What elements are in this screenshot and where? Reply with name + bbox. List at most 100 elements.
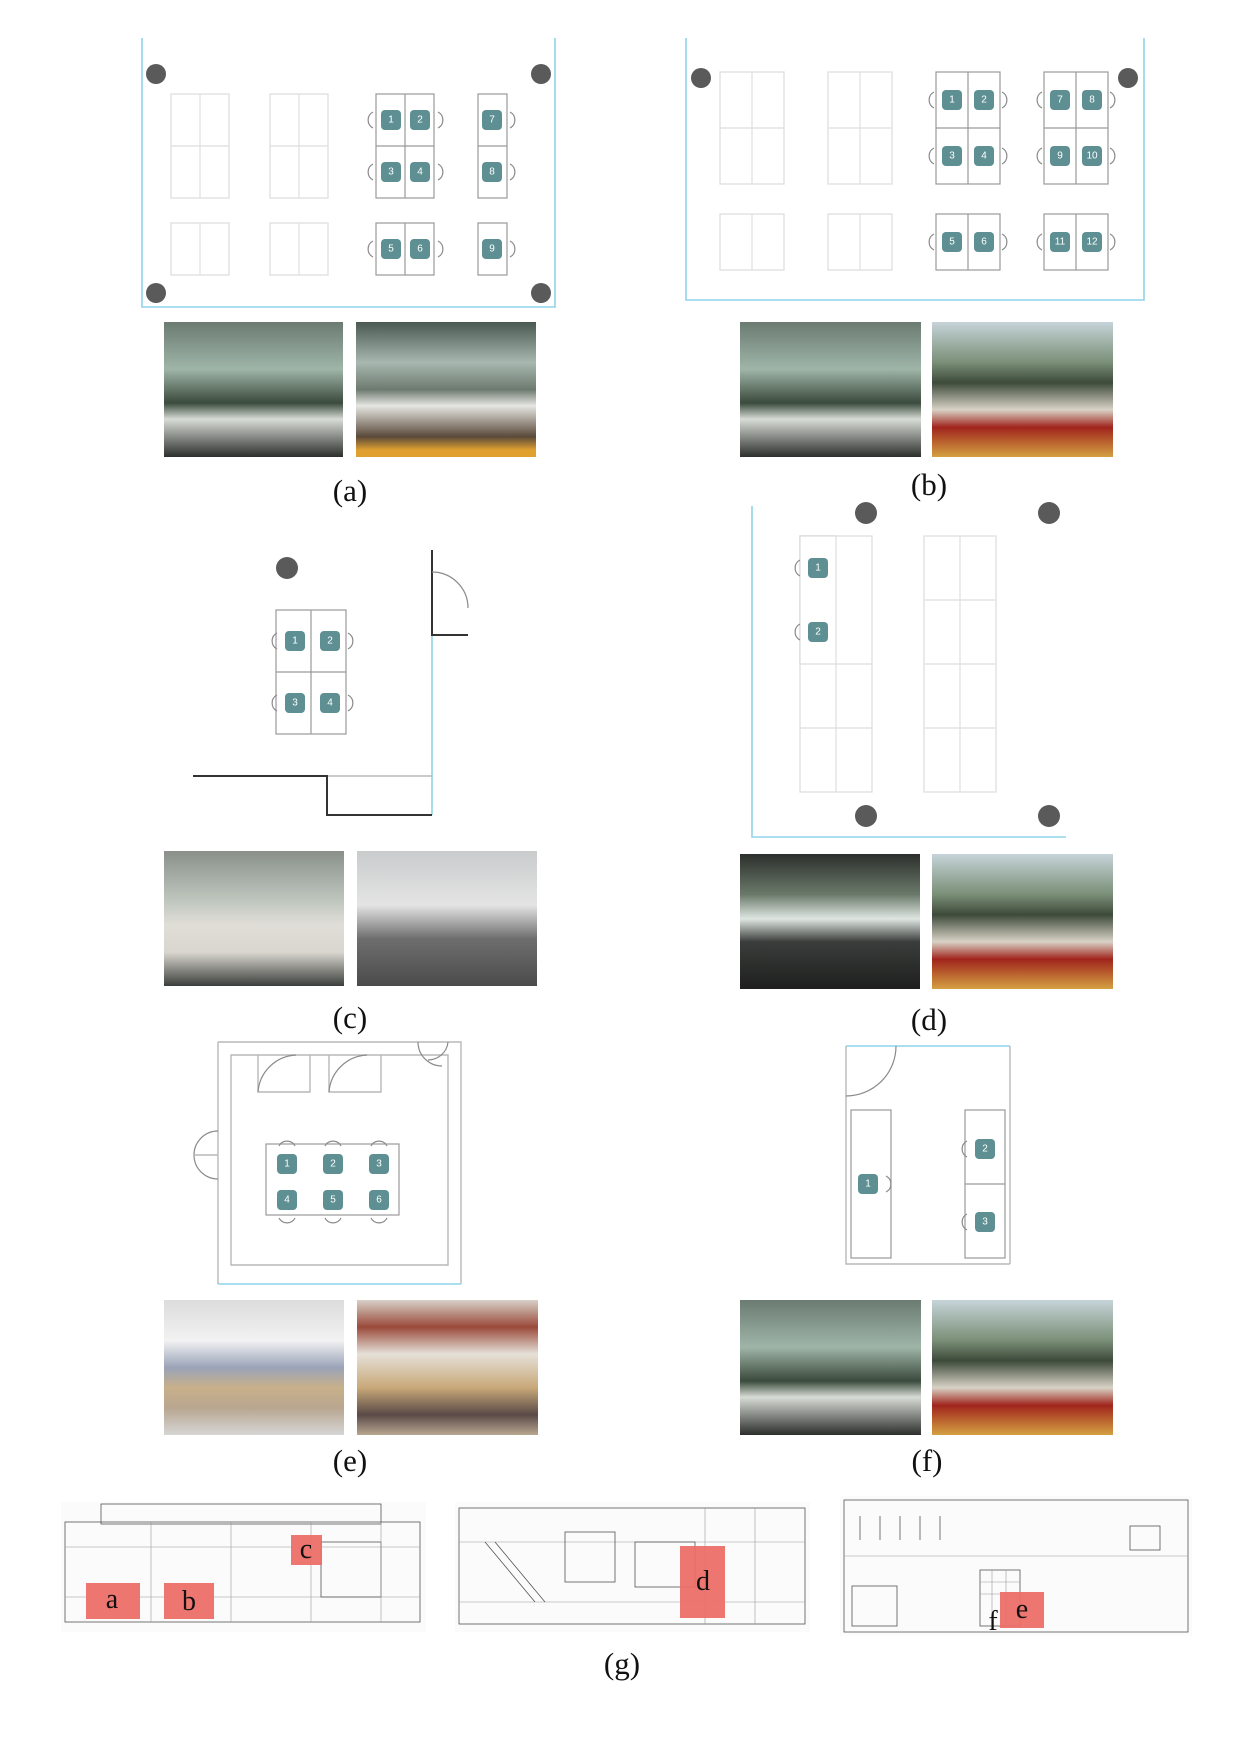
- floorplan-label-e: e: [1015, 1594, 1029, 1625]
- seat-number-c-2: 2: [327, 636, 333, 647]
- seat-b-7: [1050, 90, 1070, 110]
- floorplan-label-d: d: [696, 1566, 710, 1597]
- seat-d-2: [808, 622, 828, 642]
- seat-a-3: [381, 162, 401, 182]
- seat-b-4: [974, 146, 994, 166]
- chair-a-3: [367, 163, 374, 181]
- photo-c-2: [357, 851, 537, 986]
- floorplan-region-b: [164, 1583, 214, 1619]
- seat-a-6: [410, 239, 430, 259]
- seat-b-9: [1050, 146, 1070, 166]
- seat-b-10: [1082, 146, 1102, 166]
- seat-number-d-1: 1: [815, 563, 821, 574]
- seat-e-2: [323, 1154, 343, 1174]
- chair-b-4: [1001, 147, 1008, 165]
- seat-a-2: [410, 110, 430, 130]
- seat-b-6: [974, 232, 994, 252]
- chair-c-3: [271, 694, 278, 712]
- chair-c-2: [347, 632, 354, 650]
- photo-f-2: [932, 1300, 1113, 1435]
- floorplan-region-e: [1000, 1592, 1044, 1628]
- seat-e-3: [369, 1154, 389, 1174]
- seat-number-e-4: 4: [284, 1195, 290, 1206]
- floorplan-2: [455, 1502, 810, 1632]
- seat-number-d-2: 2: [815, 627, 821, 638]
- floorplan-region-c: [291, 1535, 322, 1565]
- caption-d: (d): [910, 1002, 948, 1037]
- chair-c-4: [347, 694, 354, 712]
- seat-b-12: [1082, 232, 1102, 252]
- chair-e-3: [370, 1140, 388, 1147]
- seat-e-6: [369, 1190, 389, 1210]
- seat-a-5: [381, 239, 401, 259]
- floorplan-label-b: b: [182, 1586, 196, 1617]
- chair-a-1: [367, 111, 374, 129]
- seat-number-a-6: 6: [417, 244, 423, 255]
- seat-number-e-3: 3: [376, 1159, 382, 1170]
- seat-number-b-8: 8: [1089, 95, 1095, 106]
- seat-number-a-9: 9: [489, 244, 495, 255]
- chair-a-6: [437, 240, 444, 258]
- seat-number-e-6: 6: [376, 1195, 382, 1206]
- chair-b-5: [928, 233, 935, 251]
- seat-f-3: [975, 1212, 995, 1232]
- seat-number-a-5: 5: [388, 244, 394, 255]
- seat-number-b-12: 12: [1086, 237, 1098, 248]
- seat-b-3: [942, 146, 962, 166]
- chair-b-3: [928, 147, 935, 165]
- chair-d-1: [794, 559, 801, 577]
- seat-number-b-10: 10: [1086, 151, 1098, 162]
- chair-e-4: [278, 1217, 296, 1224]
- floorplan-label-f: f: [988, 1606, 998, 1637]
- seat-number-b-9: 9: [1057, 151, 1063, 162]
- photo-a-1: [164, 322, 343, 457]
- seat-c-3: [285, 693, 305, 713]
- seat-c-1: [285, 631, 305, 651]
- seat-b-11: [1050, 232, 1070, 252]
- seat-number-b-11: 11: [1055, 237, 1066, 248]
- photo-a-2: [356, 322, 536, 457]
- seat-number-e-2: 2: [330, 1159, 336, 1170]
- chair-b-10: [1109, 147, 1116, 165]
- seat-f-1: [858, 1174, 878, 1194]
- photo-b-2: [932, 322, 1113, 457]
- chair-d-2: [794, 623, 801, 641]
- seat-number-b-6: 6: [981, 237, 987, 248]
- seat-number-c-1: 1: [292, 636, 298, 647]
- seat-c-2: [320, 631, 340, 651]
- photo-f-1: [740, 1300, 921, 1435]
- seat-number-f-1: 1: [865, 1179, 871, 1190]
- chair-b-2: [1001, 91, 1008, 109]
- seat-a-7: [482, 110, 502, 130]
- chair-b-6: [1001, 233, 1008, 251]
- photo-d-2: [932, 854, 1113, 989]
- chair-b-9: [1036, 147, 1043, 165]
- floorplan-region-a: [86, 1583, 140, 1619]
- seat-a-4: [410, 162, 430, 182]
- chair-a-5: [367, 240, 374, 258]
- seat-number-f-2: 2: [982, 1144, 988, 1155]
- seat-number-b-5: 5: [949, 237, 955, 248]
- seat-number-f-3: 3: [982, 1217, 988, 1228]
- chair-c-1: [271, 632, 278, 650]
- chair-f-3: [961, 1213, 968, 1231]
- caption-f: (f): [911, 1443, 943, 1478]
- chair-f-2: [961, 1140, 968, 1158]
- photo-b-1: [740, 322, 921, 457]
- seat-number-a-8: 8: [489, 167, 495, 178]
- seat-a-8: [482, 162, 502, 182]
- seat-number-a-2: 2: [417, 115, 423, 126]
- caption-a: (a): [332, 473, 368, 508]
- chair-e-6: [370, 1217, 388, 1224]
- seat-b-2: [974, 90, 994, 110]
- photo-e-2: [357, 1300, 538, 1435]
- chair-e-1: [278, 1140, 296, 1147]
- seat-b-8: [1082, 90, 1102, 110]
- seat-e-4: [277, 1190, 297, 1210]
- caption-g: (g): [603, 1646, 641, 1681]
- chair-b-8: [1109, 91, 1116, 109]
- floorplan-label-c: c: [299, 1534, 313, 1565]
- floorplan-label-a: a: [105, 1584, 119, 1615]
